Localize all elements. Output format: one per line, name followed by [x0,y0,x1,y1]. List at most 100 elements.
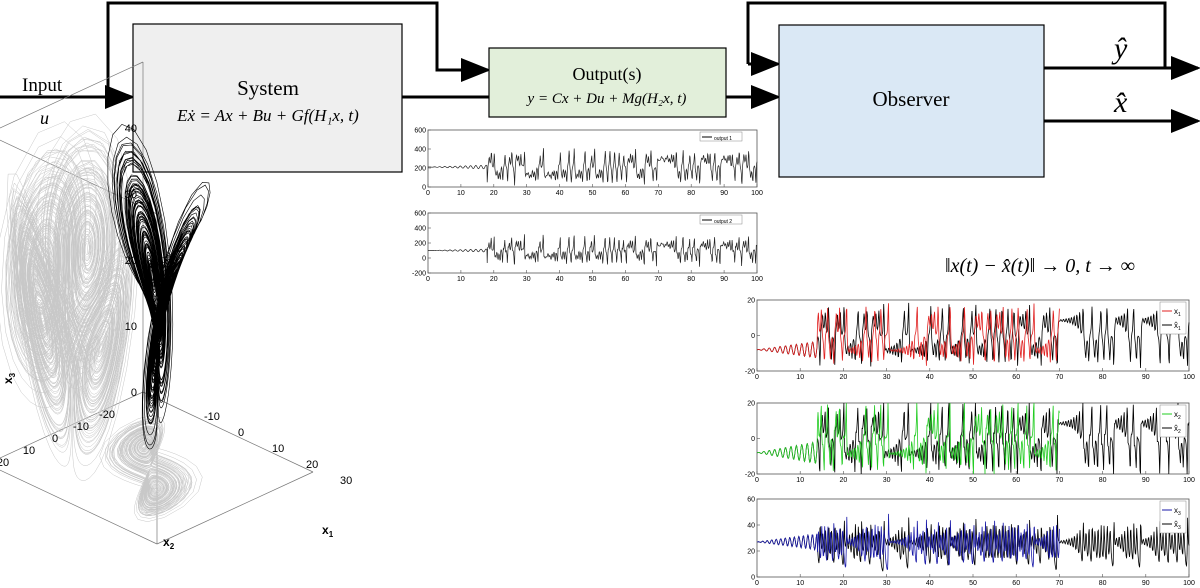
z-axis-label: x3 [1,372,17,384]
legend-label: output 2 [714,219,732,225]
x2-tick-label: -10 [73,421,89,433]
x-tick-label: 80 [687,190,695,197]
x-tick-label: 50 [969,374,977,381]
x-tick-label: 30 [883,580,891,587]
z-tick-label: 30 [125,189,137,201]
x-tick-label: 70 [1056,580,1064,587]
axis-box-edge [142,391,314,473]
projection-x1-x3 [6,173,140,481]
input-feedthrough-arrow [106,1,491,97]
y-tick-label: 20 [747,401,755,408]
legend-label: x̂1 [1174,321,1181,332]
x-tick-label: 20 [840,580,848,587]
legend-box [699,131,743,142]
x1-tick-label: 20 [306,459,318,471]
y-tick-label: 60 [747,497,755,504]
legend-box [699,214,743,225]
series-line-1 [757,402,1190,475]
x-tick-label: 40 [926,477,934,484]
system-box [132,23,403,173]
legend-box [1159,500,1187,534]
attractor-trajectory [107,123,211,450]
system-block: System Eẋ = Ax + Bu + Gf(H₁x, t) [132,23,403,173]
x-tick-label: 50 [969,477,977,484]
x-tick-label: 30 [523,190,531,197]
x-tick-label: 0 [755,374,759,381]
axis-box-edge [0,391,144,459]
x-tick-label: 80 [1099,580,1107,587]
x-tick-label: 70 [654,190,662,197]
x-tick-label: 100 [1183,477,1195,484]
x-tick-label: 90 [720,276,728,283]
x-tick-label: 100 [1183,374,1195,381]
y-tick-label: 0 [751,333,755,340]
y-tick-label: 20 [747,549,755,556]
x-tick-label: 0 [755,580,759,587]
legend-label: x̂3 [1174,520,1181,531]
x1-tick-label: 0 [238,427,244,439]
z-tick-label: 20 [125,255,137,267]
x1-tick-label: 10 [272,443,284,455]
x-hat-label: x̂ [1113,86,1128,119]
system-title: System [237,76,299,100]
y-tick-label: 0 [422,185,426,192]
output-title: Output(s) [573,64,642,85]
observer-box [778,24,1045,178]
x-tick-label: 100 [751,190,763,197]
x-tick-label: 0 [426,276,430,283]
z-tick-label: 0 [131,387,137,399]
x-tick-label: 40 [926,374,934,381]
y-tick-label: 200 [414,241,426,248]
axis-box-edge [156,471,314,545]
x2-tick-label: -20 [99,409,115,421]
axis-box-edge [0,61,144,129]
x-tick-label: 10 [457,276,465,283]
x-tick-label: 30 [883,477,891,484]
x-tick-label: 10 [796,477,804,484]
series-line-2 [757,513,1060,570]
x-tick-label: 100 [751,276,763,283]
y-tick-label: 400 [414,226,426,233]
x-tick-label: 90 [1142,374,1150,381]
x-tick-label: 80 [1099,374,1107,381]
y-tick-label: 600 [414,211,426,218]
x-tick-label: 30 [523,276,531,283]
x1-axis-label: x1 [322,523,334,539]
x2-tick-label: 20 [0,457,9,469]
x-tick-label: 70 [1056,477,1064,484]
x-tick-label: 20 [490,276,498,283]
y-tick-label: -200 [412,271,426,278]
series-line-2 [757,303,1060,366]
series-line-1 [427,148,758,186]
x-tick-label: 90 [720,190,728,197]
x2-tick-label: 10 [23,445,35,457]
observer-title: Observer [873,87,950,111]
legend-label: x2 [1174,410,1181,421]
x-tick-label: 60 [1012,477,1020,484]
x-tick-label: 80 [687,276,695,283]
projection-x2-x3 [0,113,132,408]
x-tick-label: 60 [1012,580,1020,587]
x-tick-label: 90 [1142,477,1150,484]
series-line-1 [757,302,1190,369]
observer-feedback-line [746,1,1167,68]
z-tick-label: 10 [125,321,137,333]
x-tick-label: 100 [1183,580,1195,587]
system-equation: Eẋ = Ax + Bu + Gf(H₁x, t) [176,106,359,125]
x-tick-label: 50 [589,276,597,283]
legend-label: x1 [1174,307,1181,318]
output-block: Output(s) y = Cx + Du + Mg(H₂x, t) [488,47,727,118]
y-tick-label: 400 [414,147,426,154]
legend-box [1159,301,1187,335]
x-tick-label: 20 [840,477,848,484]
y-tick-label: 0 [751,436,755,443]
x1-tick-label: -10 [204,411,220,423]
z-tick-label: 40 [125,123,137,135]
x-tick-label: 20 [840,374,848,381]
y-tick-label: 20 [747,298,755,305]
y-tick-label: 0 [751,575,755,582]
